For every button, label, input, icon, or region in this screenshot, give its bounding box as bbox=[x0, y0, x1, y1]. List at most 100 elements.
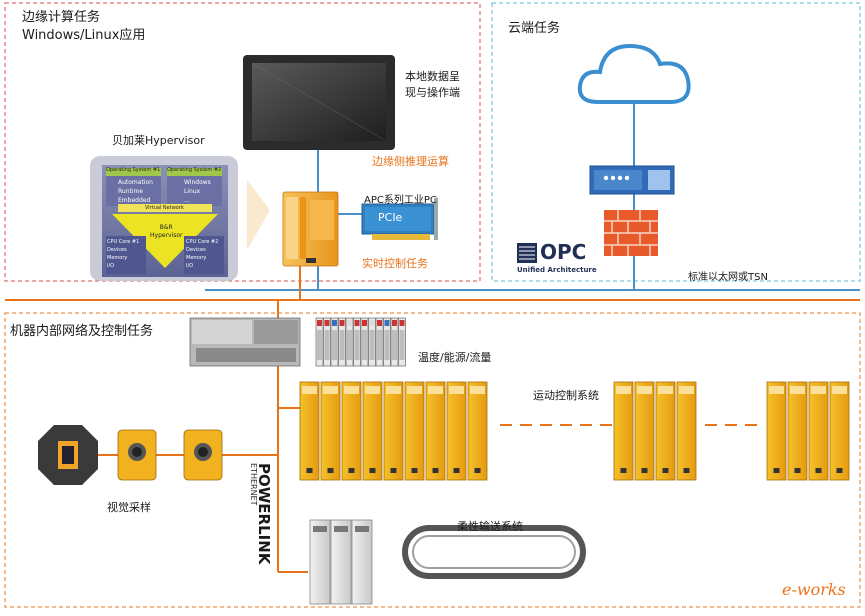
servo-drive-logo bbox=[369, 468, 376, 473]
servo-drive-logo bbox=[815, 468, 822, 473]
hypervisor-cpu1: CPU Core #1 Devices Memory I/O bbox=[107, 238, 139, 270]
servo-drive-logo bbox=[662, 468, 669, 473]
hypervisor-cpu1-line-1: CPU Core #1 bbox=[107, 239, 140, 245]
io-module-tag bbox=[347, 320, 352, 326]
cloud-section-frame bbox=[491, 2, 861, 282]
servo-drive-top bbox=[407, 386, 422, 394]
vision-camera-1 bbox=[117, 429, 157, 481]
pcie-card bbox=[361, 198, 438, 240]
firewall-icon bbox=[604, 210, 658, 256]
servo-drive-logo bbox=[620, 468, 627, 473]
hypervisor-left-line-1: Automation bbox=[118, 179, 153, 186]
hmi-label-line2: 现与操作端 bbox=[405, 86, 460, 99]
servo-drive-logo bbox=[411, 468, 418, 473]
servo-drive-logo bbox=[306, 468, 313, 473]
io-module-terminal bbox=[317, 330, 322, 360]
io-module-tag bbox=[384, 320, 390, 326]
conveyor-track bbox=[402, 525, 586, 579]
io-modules bbox=[315, 317, 406, 367]
hypervisor-cpu2: CPU Core #2 Devices Memory I/O bbox=[186, 238, 218, 270]
servo-drive-top bbox=[811, 386, 826, 394]
servo-drive bbox=[446, 381, 467, 481]
servo-drive-top bbox=[428, 386, 443, 394]
io-module-tag bbox=[392, 320, 397, 326]
servo-drive-top bbox=[769, 386, 784, 394]
servo-drive-logo bbox=[348, 468, 355, 473]
apc-industrial-pc bbox=[282, 191, 339, 267]
motion-drives-group-2 bbox=[613, 381, 697, 481]
hypervisor-os1: Operating System #1 bbox=[106, 167, 161, 173]
servo-drive bbox=[634, 381, 655, 481]
hypervisor-cpu2-line-4: I/O bbox=[186, 263, 194, 269]
servo-drive-top bbox=[616, 386, 631, 394]
io-module-terminal bbox=[347, 330, 352, 360]
servo-drive bbox=[655, 381, 676, 481]
servo-drive-logo bbox=[432, 468, 439, 473]
servo-drive bbox=[362, 381, 383, 481]
edge-section-subtitle: Windows/Linux应用 bbox=[22, 28, 146, 43]
servo-drive-top bbox=[365, 386, 380, 394]
servo-drive-logo bbox=[390, 468, 397, 473]
hypervisor-cpu1-line-2: Devices bbox=[107, 247, 127, 253]
hypervisor-arrow bbox=[247, 180, 270, 250]
servo-drive bbox=[425, 381, 446, 481]
cloud-icon bbox=[577, 43, 691, 104]
servo-drive bbox=[341, 381, 362, 481]
hmi-panel bbox=[243, 55, 395, 150]
servo-drive-top bbox=[449, 386, 464, 394]
hypervisor-os2: Operating System #2 bbox=[167, 167, 222, 173]
conveyor-servo-display bbox=[313, 526, 327, 532]
servo-drive bbox=[787, 381, 808, 481]
powerlink-logo: ETHERNET POWERLINK bbox=[249, 463, 273, 566]
conveyor-track-inner bbox=[412, 535, 576, 569]
hypervisor-right-line-3: ... bbox=[184, 197, 190, 204]
cloud-section-title: 云端任务 bbox=[508, 21, 561, 36]
hypervisor-cpu1-line-3: Memory bbox=[107, 255, 128, 261]
hypervisor-center-line-1: B&R bbox=[159, 224, 173, 231]
apc-label: APC系列工业PC bbox=[364, 195, 437, 206]
io-module-terminal bbox=[384, 330, 390, 360]
servo-drive-top bbox=[790, 386, 805, 394]
servo-drive-top bbox=[637, 386, 652, 394]
hypervisor-cpu2-line-3: Memory bbox=[186, 255, 207, 261]
io-module-terminal bbox=[399, 330, 405, 360]
motion-label: 运动控制系统 bbox=[533, 389, 599, 402]
pcie-label: PCIe bbox=[378, 211, 403, 224]
io-module-tag bbox=[354, 320, 360, 326]
ethernet-label: 标准以太网或TSN bbox=[688, 272, 768, 283]
servo-drive bbox=[766, 381, 787, 481]
servo-drive-top bbox=[658, 386, 673, 394]
servo-drive-logo bbox=[836, 468, 843, 473]
io-rack bbox=[189, 317, 301, 367]
io-module-tag bbox=[339, 320, 345, 326]
servo-drive bbox=[404, 381, 425, 481]
edge-section-frame bbox=[4, 2, 481, 282]
servo-drive bbox=[320, 381, 341, 481]
io-module-tag bbox=[399, 320, 405, 326]
servo-drive bbox=[808, 381, 829, 481]
conveyor-servo-display bbox=[355, 526, 369, 532]
io-module-tag bbox=[317, 320, 322, 326]
powerlink-logo-top: ETHERNET bbox=[249, 463, 258, 506]
hypervisor-right-line-2: Linux bbox=[184, 188, 201, 195]
servo-drive bbox=[613, 381, 634, 481]
vision-label: 视觉采样 bbox=[107, 501, 151, 514]
servo-drive bbox=[383, 381, 404, 481]
edge-section-title: 边缘计算任务 bbox=[22, 10, 101, 25]
servo-drive bbox=[467, 381, 488, 481]
servo-drive-logo bbox=[327, 468, 334, 473]
io-module-terminal bbox=[324, 330, 330, 360]
eworks-watermark: e-works bbox=[782, 580, 846, 599]
conveyor-label: 柔性输送系统 bbox=[457, 520, 523, 533]
conveyor-servo-display bbox=[334, 526, 348, 532]
servo-drive-top bbox=[470, 386, 485, 394]
conveyor-servo bbox=[330, 519, 352, 605]
io-module-terminal bbox=[377, 330, 382, 360]
io-module-terminal bbox=[354, 330, 360, 360]
hypervisor-left-line-3: Embedded bbox=[118, 197, 151, 204]
io-module-tag bbox=[377, 320, 382, 326]
io-module-terminal bbox=[362, 330, 367, 360]
motion-drives-group-3 bbox=[766, 381, 850, 481]
inference-label: 边缘侧推理运算 bbox=[372, 155, 449, 168]
servo-drive-top bbox=[679, 386, 694, 394]
